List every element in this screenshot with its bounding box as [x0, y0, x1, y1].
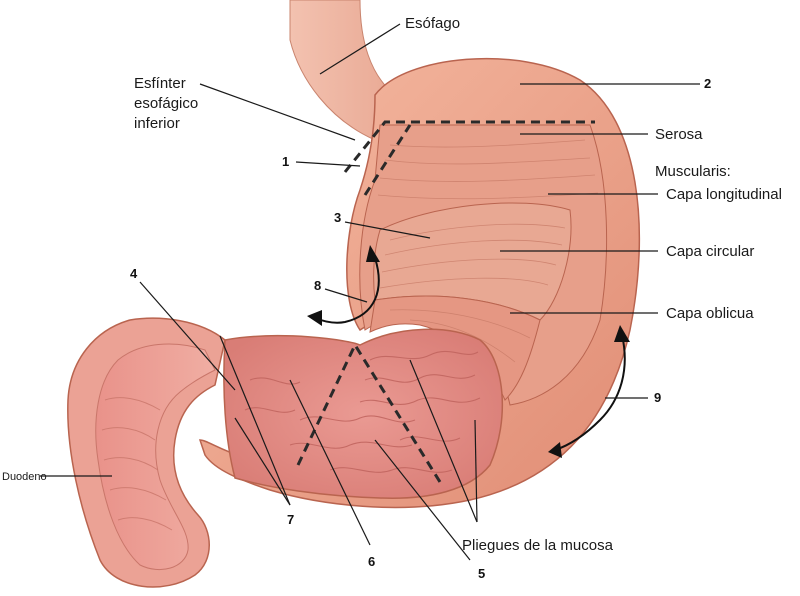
number-3: 3	[334, 210, 341, 225]
number-8: 8	[314, 278, 321, 293]
label-capa-circular: Capa circular	[666, 243, 754, 260]
arrow-9-head-top	[614, 325, 630, 342]
label-duodeno: Duodeno	[2, 471, 47, 483]
arrow-8-head-left	[307, 310, 322, 326]
cut-line-upper	[343, 120, 595, 173]
number-9: 9	[654, 390, 661, 405]
label-capa-oblicua: Capa oblicua	[666, 305, 754, 322]
duodenum-lumen	[95, 343, 216, 571]
number-4: 4	[130, 266, 138, 281]
label-capa-longitudinal: Capa longitudinal	[666, 186, 782, 203]
duodenum-rings	[101, 397, 173, 531]
number-2: 2	[704, 76, 711, 91]
arrow-8	[314, 257, 380, 324]
arrow-9-head-bottom	[548, 442, 562, 458]
label-esfinter-3: inferior	[134, 115, 180, 132]
gastric-mucosa	[223, 328, 504, 499]
arrow-8-head-top	[366, 245, 380, 262]
arrow-9	[554, 334, 626, 451]
label-pliegues: Pliegues de la mucosa	[462, 537, 614, 554]
leader-lines	[40, 23, 700, 561]
number-1: 1	[282, 154, 289, 169]
number-6: 6	[368, 554, 375, 569]
label-serosa: Serosa	[655, 126, 703, 143]
circular-muscle-layer	[373, 202, 572, 321]
label-esofago: Esófago	[405, 15, 460, 32]
number-7: 7	[287, 512, 294, 527]
label-muscularis: Muscularis:	[655, 163, 731, 180]
label-esfinter-1: Esfínter	[134, 75, 186, 92]
number-5: 5	[478, 566, 485, 581]
mucosal-folds	[244, 350, 481, 473]
label-esfinter-2: esofágico	[134, 95, 198, 112]
cut-line-lower	[296, 341, 442, 483]
muscle-striations	[377, 139, 599, 363]
